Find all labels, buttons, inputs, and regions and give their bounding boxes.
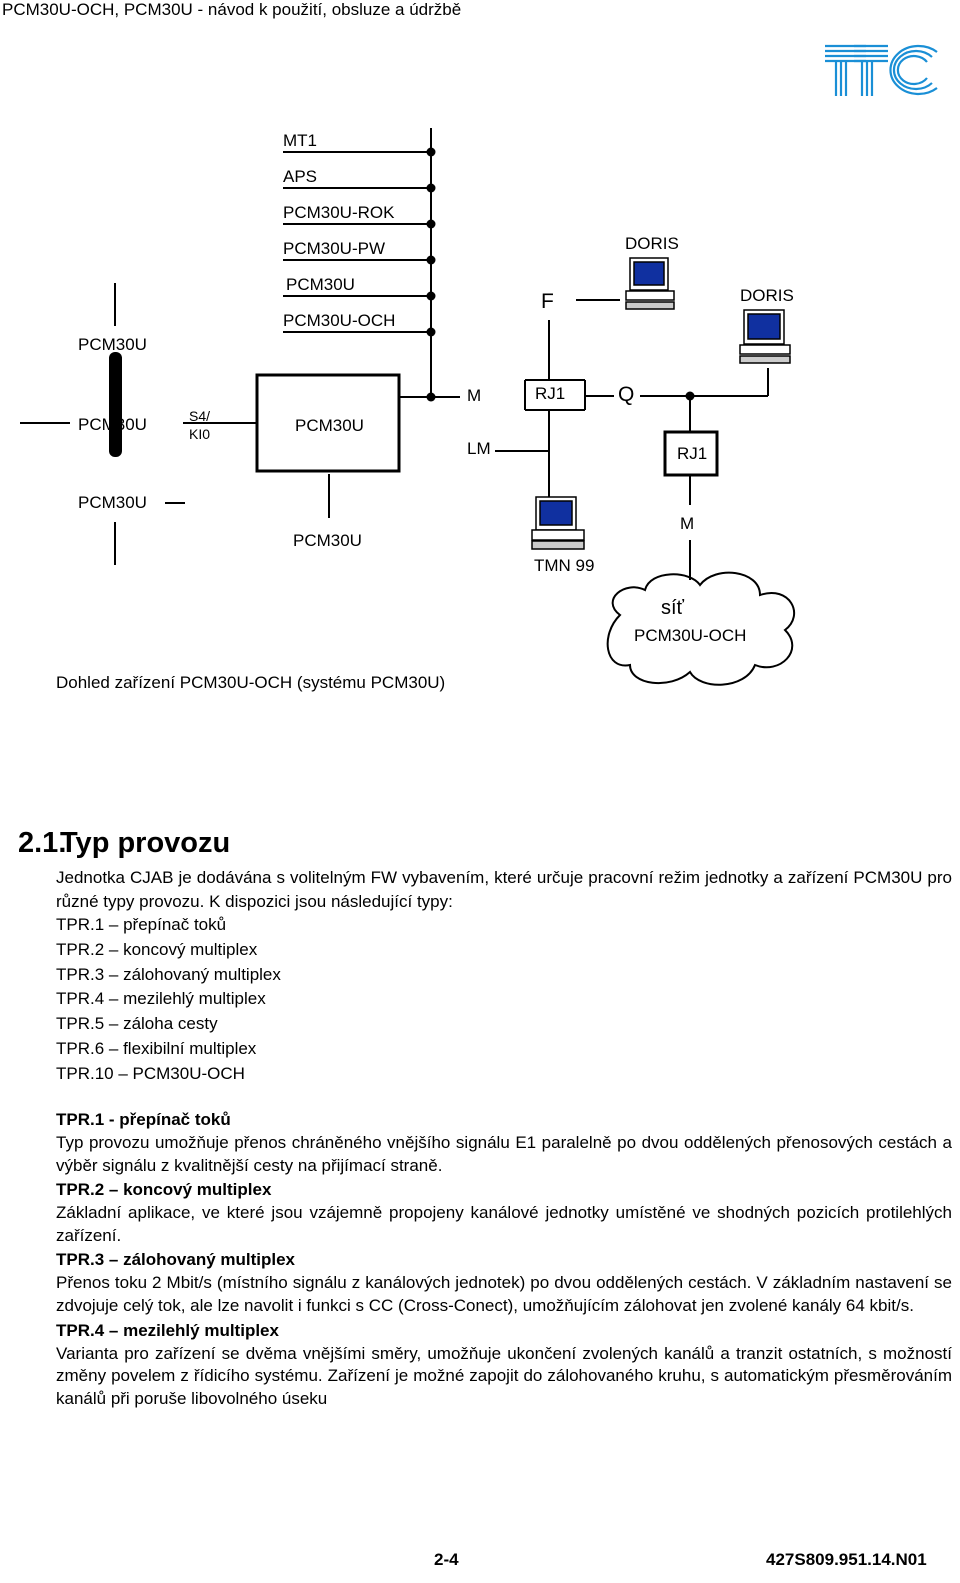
list-item: TPR.1 – přepínač toků xyxy=(56,915,227,934)
doris-label-1: DORIS xyxy=(625,234,679,253)
f-label: F xyxy=(541,290,554,313)
diagram-caption: Dohled zařízení PCM30U-OCH (systému PCM3… xyxy=(56,673,446,692)
left-label-middle: PCM30U xyxy=(78,415,147,434)
left-label-bottom: PCM30U xyxy=(78,493,147,512)
computer-icon-doris-2 xyxy=(739,309,791,364)
section-number: 2.1. xyxy=(18,827,67,859)
type-details: TPR.1 - přepínač toků Typ provozu umožňu… xyxy=(56,1108,952,1411)
detail-heading-tpr2: TPR.2 – koncový multiplex xyxy=(56,1180,272,1200)
bus-label-pcm30u-och: PCM30U-OCH xyxy=(283,311,396,330)
list-item: TPR.6 – flexibilní multiplex xyxy=(56,1038,257,1058)
bus-label-pcm30u-rok: PCM30U-ROK xyxy=(283,203,395,222)
document-id: 427S809.951.14.N01 xyxy=(766,1550,927,1569)
bus-label-mt1: MT1 xyxy=(283,131,317,150)
bus-label-pcm30u: PCM30U xyxy=(286,275,355,294)
computer-icon-doris-1 xyxy=(625,257,675,310)
list-item: TPR.5 – záloha cesty xyxy=(56,1014,218,1034)
s4-label: S4/ xyxy=(189,408,211,424)
cloud-label-line1: síť xyxy=(661,597,685,619)
types-list: TPR.1 – přepínač toků TPR.2 – koncový mu… xyxy=(56,913,281,1087)
section-heading: 2.1.Typ provozu xyxy=(18,827,230,860)
ttc-logo xyxy=(825,44,938,96)
m-label: M xyxy=(467,386,482,405)
list-item: TPR.2 – koncový multiplex xyxy=(56,939,258,959)
section-intro: Jednotka CJAB je dodávána s volitelným F… xyxy=(56,868,952,911)
left-label-top: PCM30U xyxy=(78,335,147,354)
page-number: 2-4 xyxy=(434,1550,459,1569)
section-title: Typ provozu xyxy=(60,827,231,859)
list-item: TPR.3 – zálohovaný multiplex xyxy=(56,964,281,984)
detail-text-tpr1: Typ provozu umožňuje přenos chráněného v… xyxy=(56,1133,952,1175)
rj1-left-label: RJ1 xyxy=(535,384,566,403)
list-item: TPR.4 – mezilehlý multiplex xyxy=(56,989,266,1009)
bus-label-pcm30u-pw: PCM30U-PW xyxy=(283,239,386,258)
m-right-label: M xyxy=(680,514,695,533)
lm-label: LM xyxy=(467,439,491,458)
q-label: Q xyxy=(618,383,635,406)
detail-heading-tpr3: TPR.3 – zálohovaný multiplex xyxy=(56,1250,296,1270)
detail-text-tpr3: Přenos toku 2 Mbit/s (místního signálu z… xyxy=(56,1273,952,1315)
detail-heading-tpr4: TPR.4 – mezilehlý multiplex xyxy=(56,1320,279,1340)
cloud-label-line2: PCM30U-OCH xyxy=(634,626,747,645)
rj1-right-label: RJ1 xyxy=(677,444,708,463)
detail-text-tpr2: Základní aplikace, ve které jsou vzájemn… xyxy=(56,1203,952,1245)
below-box-label: PCM30U xyxy=(293,531,362,550)
computer-icon-tmn xyxy=(531,496,585,550)
tmn-label: TMN 99 xyxy=(534,556,595,575)
page-header-title: PCM30U-OCH, PCM30U - návod k použití, ob… xyxy=(2,0,462,19)
detail-heading-tpr1: TPR.1 - přepínač toků xyxy=(56,1110,231,1129)
bus-label-aps: APS xyxy=(283,167,318,186)
supervision-diagram xyxy=(20,128,796,686)
box-label: PCM30U xyxy=(295,416,364,435)
detail-text-tpr4: Varianta pro zařízení se dvěma vnějšími … xyxy=(56,1343,952,1408)
ki0-label: KI0 xyxy=(189,426,211,442)
list-item: TPR.10 – PCM30U-OCH xyxy=(56,1063,245,1083)
doris-label-2: DORIS xyxy=(740,286,794,305)
